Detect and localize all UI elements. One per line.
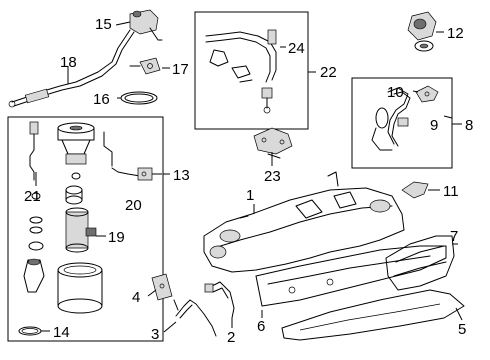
- part-6-tank-protector: [255, 245, 447, 307]
- callout-21: 21: [24, 188, 41, 205]
- callout-7: 7: [450, 228, 458, 245]
- callout-13: 13: [173, 167, 190, 184]
- callout-23: 23: [264, 168, 281, 185]
- callout-2: 2: [227, 329, 235, 346]
- callout-19: 19: [108, 229, 125, 246]
- callout-12: 12: [447, 25, 464, 42]
- part-15-canister-valve: [129, 9, 163, 41]
- part-pump-housing-cup: [57, 262, 103, 314]
- part-10-hose-clamp: [415, 85, 439, 103]
- part-4-bracket: [151, 273, 173, 301]
- leader-lines: [35, 21, 463, 333]
- callout-24: 24: [288, 40, 305, 57]
- part-1-fuel-tank: [203, 171, 405, 273]
- part-20-sender-gauge: [111, 167, 153, 181]
- group-box-13: [7, 116, 164, 342]
- group-box-8: [351, 77, 453, 169]
- group-box-22: [194, 11, 309, 130]
- callout-9: 9: [430, 117, 438, 134]
- callout-18: 18: [60, 54, 77, 71]
- callout-5: 5: [458, 321, 466, 338]
- part-9-hose-assembly: [371, 87, 411, 151]
- part-19-fuel-pump: [65, 207, 97, 253]
- part-7-heat-shield: [385, 235, 455, 291]
- part-2-tank-strap: [204, 281, 235, 319]
- part-17-tube-clamp: [129, 57, 161, 75]
- part-13-fuel-pump-module: [28, 121, 113, 251]
- callout-6: 6: [257, 318, 265, 335]
- callout-16: 16: [93, 91, 110, 108]
- part-12-fuel-filler-cap: [407, 11, 437, 52]
- callout-15: 15: [95, 16, 112, 33]
- callout-11: 11: [443, 183, 459, 200]
- part-18-fuel-tube: [8, 29, 135, 108]
- callout-20: 20: [125, 197, 142, 214]
- callout-3: 3: [151, 326, 159, 343]
- callout-14: 14: [53, 324, 70, 341]
- part-24-vent-hose: [205, 29, 277, 83]
- part-14-o-ring: [18, 326, 42, 336]
- part-16-gasket-ring: [120, 91, 158, 105]
- callout-8: 8: [465, 117, 473, 134]
- callout-1: 1: [246, 187, 254, 204]
- part-21-fuel-filter: [23, 258, 45, 293]
- part-3-tank-strap: [173, 299, 217, 337]
- part-22-clip-set: [261, 87, 273, 114]
- callout-10: 10: [387, 84, 404, 101]
- callout-4: 4: [132, 289, 140, 306]
- callout-17: 17: [172, 61, 189, 78]
- part-23-bracket: [253, 127, 293, 159]
- part-11-bracket: [401, 181, 429, 199]
- callout-22: 22: [320, 64, 337, 81]
- part-5-skid-plate: [281, 289, 465, 341]
